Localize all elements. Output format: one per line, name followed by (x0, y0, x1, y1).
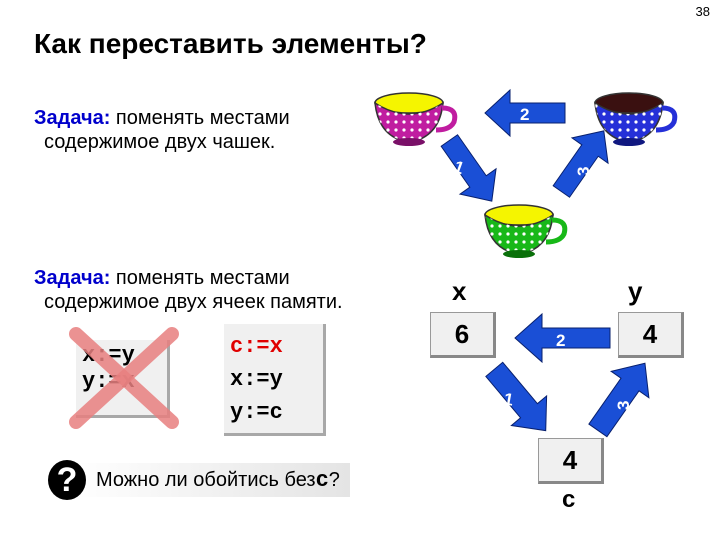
cell-y: 4 (618, 312, 684, 358)
task-text-line2: содержимое двух ячеек памяти. (44, 291, 343, 313)
arrow-3-icon: 3 (552, 130, 609, 198)
question-bar: ? Можно ли обойтись без c? (48, 460, 350, 500)
question-var: c (315, 467, 329, 493)
arrow-1-label: 1 (502, 389, 515, 409)
task-text-line1: поменять местами (110, 107, 290, 129)
task-memory: Задача: поменять местами содержимое двух… (34, 266, 343, 314)
question-icon: ? (48, 460, 86, 500)
right-code-block: c:=x x:=y y:=c (224, 324, 326, 436)
arrow-1-icon: 1 (485, 361, 548, 432)
code-line: c:=x (230, 334, 283, 359)
question-text-main: Можно ли обойтись без (96, 468, 316, 491)
code-line: y:=c (230, 400, 283, 425)
arrow-3-icon: 3 (588, 362, 650, 438)
var-x-label: x (452, 276, 467, 306)
var-y-label: y (628, 276, 643, 306)
task-label: Задача: (34, 267, 111, 289)
yellow-cup-icon (374, 92, 458, 146)
task-text-line2: содержимое двух чашек. (44, 131, 276, 153)
task-cups: Задача: поменять местами содержимое двух… (34, 106, 290, 154)
arrow-2-label: 2 (556, 331, 565, 350)
dark-cup-icon (594, 92, 678, 146)
task-label: Задача: (34, 107, 111, 129)
question-text: Можно ли обойтись без c? (72, 463, 350, 497)
task-text-line1: поменять местами (110, 267, 290, 289)
arrow-2-icon: 2 (484, 88, 566, 138)
cell-x: 6 (430, 312, 496, 358)
arrow-2-icon: 2 (514, 312, 611, 364)
question-suffix: ? (328, 468, 340, 491)
arrow-3-label: 3 (574, 167, 593, 176)
arrow-3-label: 3 (614, 401, 633, 410)
code-line: x:=y (230, 367, 283, 392)
green-cup-icon (484, 204, 568, 258)
var-c-label: c (562, 486, 576, 513)
cross-icon (69, 327, 179, 429)
arrow-2-label: 2 (520, 105, 529, 124)
page-title: Как переставить элементы? (34, 28, 427, 59)
page-number: 38 (695, 4, 710, 19)
arrow-1-icon: 1 (440, 134, 497, 202)
cups-diagram: 2 1 3 (374, 88, 678, 258)
memory-arrows: 2 1 3 (485, 312, 650, 438)
cell-c: 4 (538, 438, 604, 484)
